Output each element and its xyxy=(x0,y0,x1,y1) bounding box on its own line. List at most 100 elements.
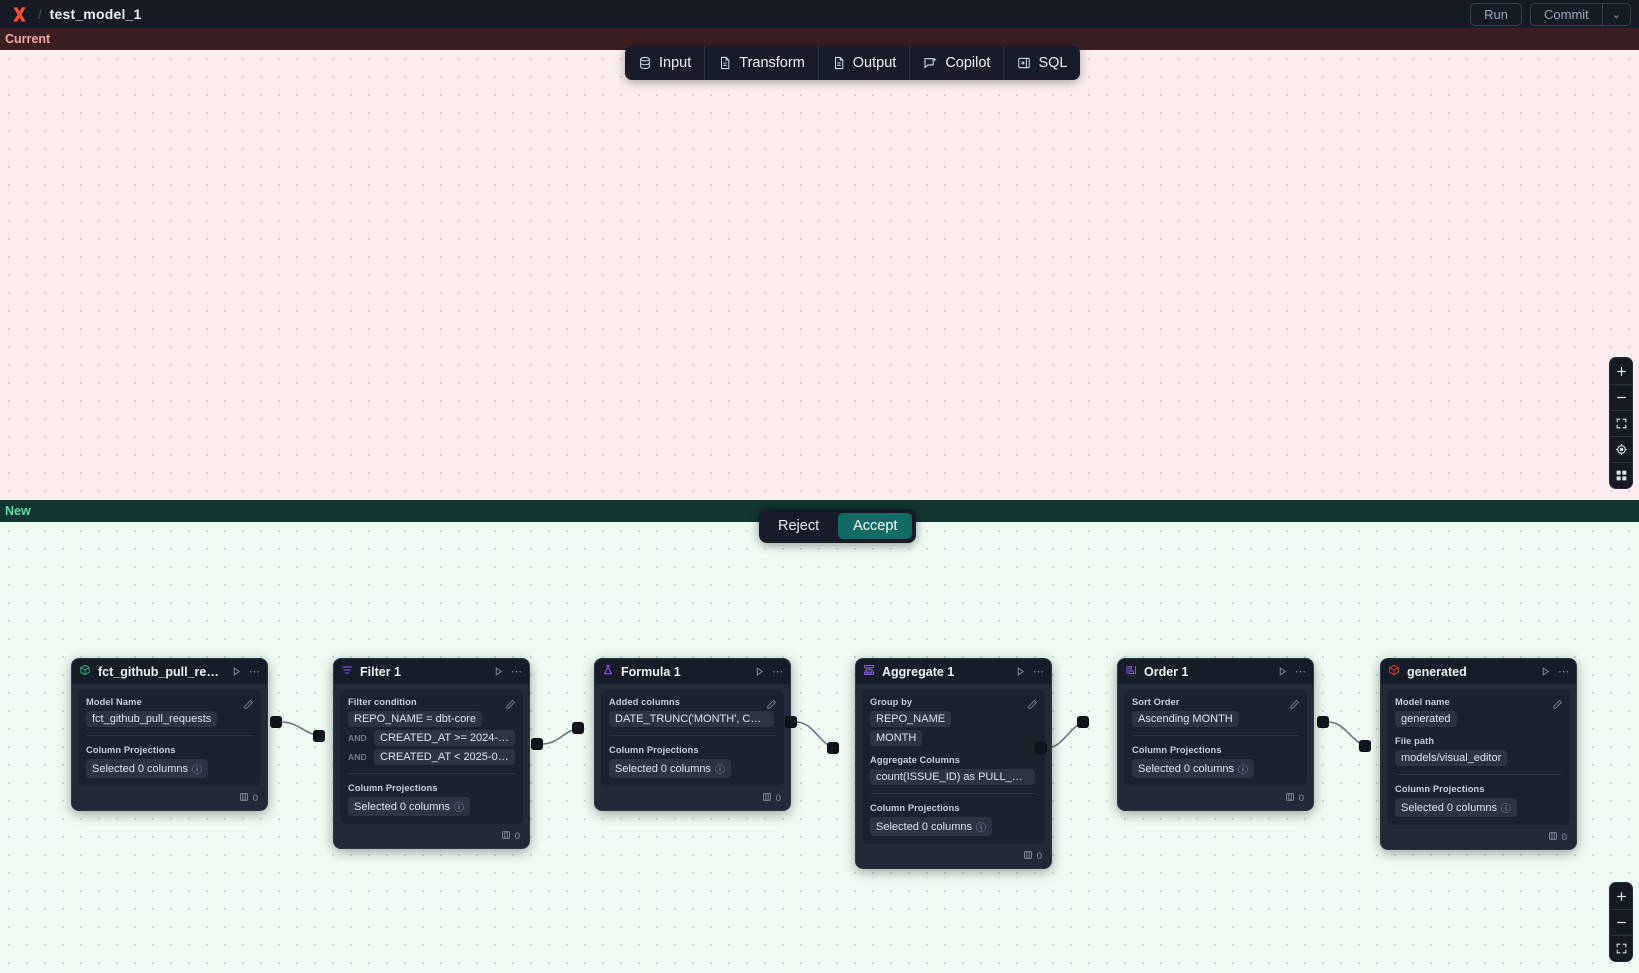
fit-view-icon[interactable] xyxy=(1610,935,1632,961)
run-node-icon[interactable] xyxy=(1277,666,1288,677)
reject-button[interactable]: Reject xyxy=(778,518,820,534)
value-chip[interactable]: DATE_TRUNC('MONTH', CREATED_AT… xyxy=(609,711,774,727)
value-chip[interactable]: models/visual_editor xyxy=(1395,750,1508,766)
edge-handle[interactable] xyxy=(1077,716,1089,728)
fit-view-icon[interactable] xyxy=(1610,410,1632,436)
run-node-icon[interactable] xyxy=(1015,666,1026,677)
value-chip[interactable]: count(ISSUE_ID) as PULL_REQUEST_… xyxy=(870,769,1035,785)
value-chip[interactable]: REPO_NAME xyxy=(870,711,952,727)
toolbar-step-input[interactable]: Input xyxy=(625,46,704,80)
node-aggregate-1[interactable]: Aggregate 1 ⋯ Group by REPO_NAME MONTH A… xyxy=(855,658,1052,869)
node-more-icon[interactable]: ⋯ xyxy=(1558,666,1569,678)
aggregate-icon xyxy=(863,663,875,681)
node-order-1[interactable]: Order 1 ⋯ Sort Order Ascending MONTH Col… xyxy=(1117,658,1314,811)
edge-handle[interactable] xyxy=(1359,740,1371,752)
run-node-icon[interactable] xyxy=(493,666,504,677)
node-header[interactable]: Aggregate 1 ⋯ xyxy=(856,659,1051,684)
node-formula-1[interactable]: Formula 1 ⋯ Added columns DATE_TRUNC('MO… xyxy=(594,658,791,811)
toolbar-step-transform[interactable]: Transform xyxy=(704,46,818,80)
field-label: Column Projections xyxy=(1132,745,1222,755)
x-logo-icon[interactable] xyxy=(8,3,30,25)
value-chip[interactable]: Ascending MONTH xyxy=(1132,711,1239,727)
node-more-icon[interactable]: ⋯ xyxy=(511,666,522,678)
node-header[interactable]: generated ⋯ xyxy=(1381,659,1576,684)
edit-pencil-icon[interactable] xyxy=(1552,697,1563,715)
columns-icon xyxy=(239,792,249,805)
node-title: Formula 1 xyxy=(621,664,681,679)
run-node-icon[interactable] xyxy=(231,666,242,677)
step-toolbar[interactable]: Input Transform Output xyxy=(625,46,1081,80)
value-chip[interactable]: Selected 0 columns ⓘ xyxy=(609,759,731,778)
cube-icon xyxy=(1388,663,1400,681)
value-chip[interactable]: CREATED_AT < 2025-03-01 xyxy=(374,749,515,765)
toolbar-step-output-label: Output xyxy=(852,55,897,71)
edge-handle[interactable] xyxy=(785,716,797,728)
zoom-in-icon[interactable] xyxy=(1610,358,1632,384)
value-chip-text: Selected 0 columns xyxy=(354,800,450,813)
diff-decision-bar[interactable]: Reject Accept xyxy=(759,509,917,543)
edge-handle[interactable] xyxy=(531,738,543,750)
commit-button-group[interactable]: Commit ⌄ xyxy=(1530,2,1631,26)
run-node-icon[interactable] xyxy=(1540,666,1551,677)
edge-handle[interactable] xyxy=(827,742,839,754)
edge-handle[interactable] xyxy=(270,716,282,728)
info-icon[interactable]: ⓘ xyxy=(1501,804,1511,815)
recenter-icon[interactable] xyxy=(1610,436,1632,462)
value-chip[interactable]: Selected 0 columns ⓘ xyxy=(1132,759,1254,778)
canvas-new[interactable]: fct_github_pull_requests ⋯ Model Name fc… xyxy=(0,522,1639,973)
info-icon[interactable]: ⓘ xyxy=(715,765,725,776)
node-more-icon[interactable]: ⋯ xyxy=(1295,666,1306,678)
chevron-down-icon[interactable]: ⌄ xyxy=(1601,3,1630,25)
run-node-icon[interactable] xyxy=(754,666,765,677)
node-generated[interactable]: generated ⋯ Model name generated File pa… xyxy=(1380,658,1577,850)
node-header[interactable]: Filter 1 ⋯ xyxy=(334,659,529,684)
canvas-current[interactable] xyxy=(0,50,1639,500)
node-more-icon[interactable]: ⋯ xyxy=(1033,666,1044,678)
value-chip[interactable]: Selected 0 columns ⓘ xyxy=(86,759,208,778)
diff-banner-new-label: New xyxy=(5,504,31,518)
node-filter-1[interactable]: Filter 1 ⋯ Filter condition REPO_NAME = … xyxy=(333,658,530,849)
edit-pencil-icon[interactable] xyxy=(1027,697,1038,715)
edit-pencil-icon[interactable] xyxy=(505,697,516,715)
value-chip[interactable]: MONTH xyxy=(870,730,923,746)
field-label: Filter condition xyxy=(348,697,417,707)
toolbar-step-output[interactable]: Output xyxy=(817,46,910,80)
info-icon[interactable]: ⓘ xyxy=(192,765,202,776)
canvas-zoom-controls-top[interactable] xyxy=(1609,357,1633,489)
toolbar-step-copilot[interactable]: Copilot xyxy=(909,46,1003,80)
edge-handle[interactable] xyxy=(572,722,584,734)
node-more-icon[interactable]: ⋯ xyxy=(772,666,783,678)
node-fct-github-pull-requests[interactable]: fct_github_pull_requests ⋯ Model Name fc… xyxy=(71,658,268,811)
info-icon[interactable]: ⓘ xyxy=(454,803,464,814)
value-chip[interactable]: Selected 0 columns ⓘ xyxy=(1395,798,1517,817)
field-label: Model name xyxy=(1395,697,1450,707)
node-title: generated xyxy=(1407,664,1467,679)
value-chip[interactable]: CREATED_AT >= 2024-12-01 xyxy=(374,730,515,746)
value-chip[interactable]: Selected 0 columns ⓘ xyxy=(870,817,992,836)
edit-pencil-icon[interactable] xyxy=(243,697,254,715)
zoom-in-icon[interactable] xyxy=(1610,883,1632,909)
edge-handle[interactable] xyxy=(1317,716,1329,728)
node-more-icon[interactable]: ⋯ xyxy=(249,666,260,678)
canvas-zoom-controls-bottom[interactable] xyxy=(1609,882,1633,962)
node-header[interactable]: fct_github_pull_requests ⋯ xyxy=(72,659,267,684)
value-chip[interactable]: generated xyxy=(1395,711,1457,727)
edit-pencil-icon[interactable] xyxy=(766,697,777,715)
accept-button[interactable]: Accept xyxy=(838,513,913,539)
edit-pencil-icon[interactable] xyxy=(1289,697,1300,715)
value-chip[interactable]: Selected 0 columns ⓘ xyxy=(348,797,470,816)
node-header[interactable]: Order 1 ⋯ xyxy=(1118,659,1313,684)
zoom-out-icon[interactable] xyxy=(1610,909,1632,935)
run-button[interactable]: Run xyxy=(1470,2,1522,26)
node-header[interactable]: Formula 1 ⋯ xyxy=(595,659,790,684)
info-icon[interactable]: ⓘ xyxy=(976,823,986,834)
commit-button[interactable]: Commit xyxy=(1544,6,1589,22)
edge-handle[interactable] xyxy=(313,730,325,742)
edge-handle[interactable] xyxy=(1035,742,1047,754)
zoom-out-icon[interactable] xyxy=(1610,384,1632,410)
minimap-icon[interactable] xyxy=(1610,462,1632,488)
info-icon[interactable]: ⓘ xyxy=(1238,765,1248,776)
toolbar-step-sql[interactable]: SQL xyxy=(1003,46,1080,80)
value-chip[interactable]: REPO_NAME = dbt-core xyxy=(348,711,482,727)
value-chip[interactable]: fct_github_pull_requests xyxy=(86,711,218,727)
